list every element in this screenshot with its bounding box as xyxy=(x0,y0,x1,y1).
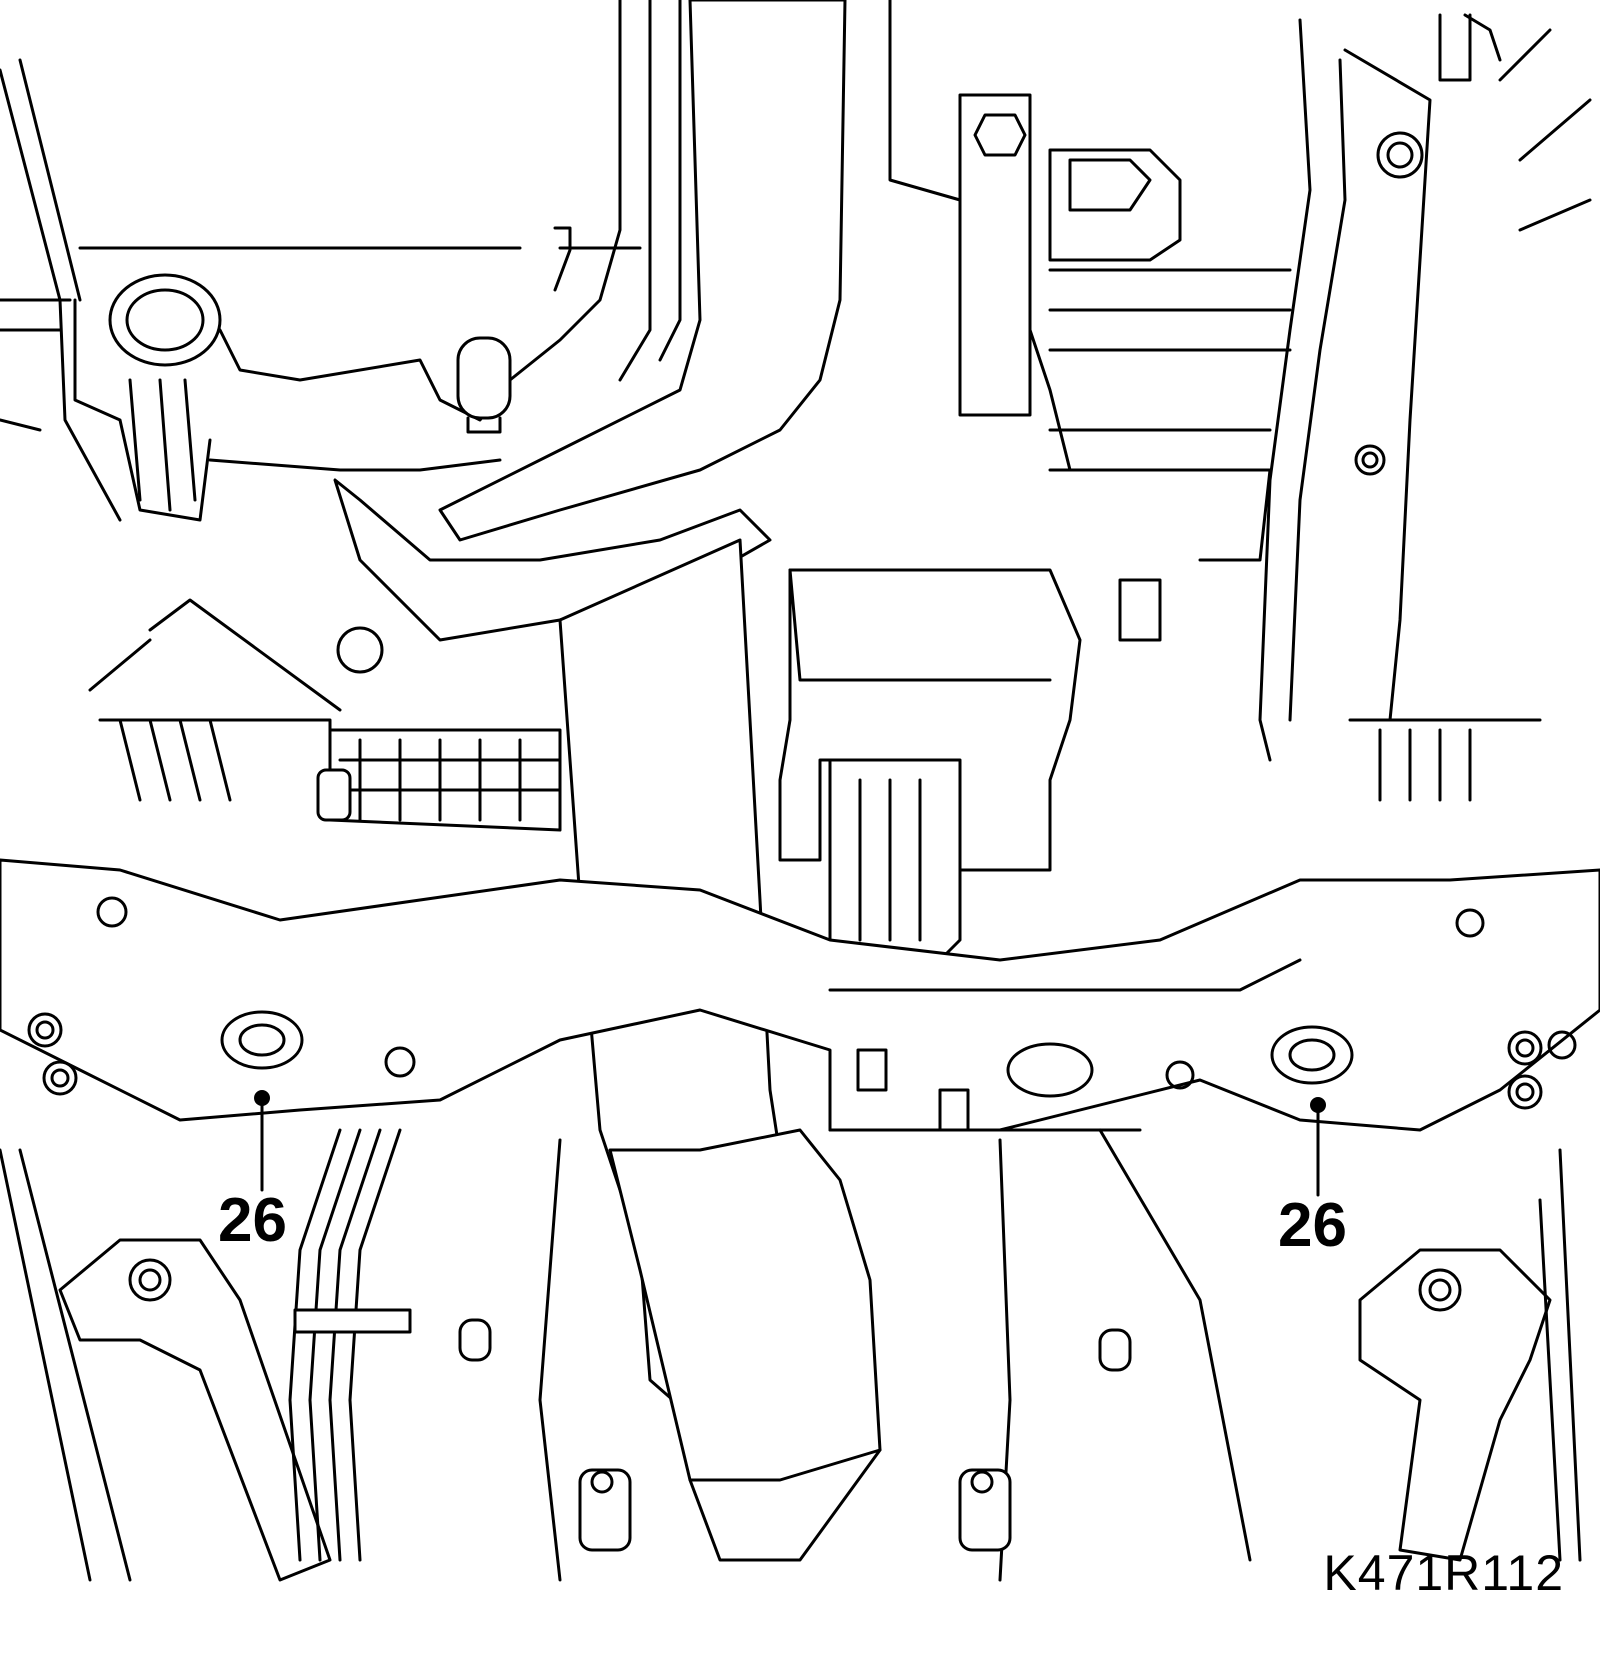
oil-pan xyxy=(218,0,622,422)
exhaust-flex-joint xyxy=(608,1128,882,1482)
left-hose xyxy=(0,58,122,522)
drain-plug xyxy=(456,336,512,420)
figure-code: K471R112 xyxy=(1323,1545,1564,1601)
right-frame-rail xyxy=(1258,18,1347,762)
right-subframe-bolt xyxy=(1270,1025,1354,1197)
left-control-arm xyxy=(58,1238,332,1582)
exhaust-pipe-lower xyxy=(333,478,772,642)
callout-label-left: 26 xyxy=(218,1186,287,1255)
subframe-crossmember xyxy=(0,858,1600,1132)
rear-mount-block xyxy=(828,758,962,962)
exhaust-pipe-upper xyxy=(438,0,847,542)
steering-rack xyxy=(98,718,562,832)
callout-label-right: 26 xyxy=(1278,1191,1347,1260)
right-control-arm xyxy=(1358,1248,1552,1562)
left-subframe-bolt xyxy=(220,1010,304,1192)
